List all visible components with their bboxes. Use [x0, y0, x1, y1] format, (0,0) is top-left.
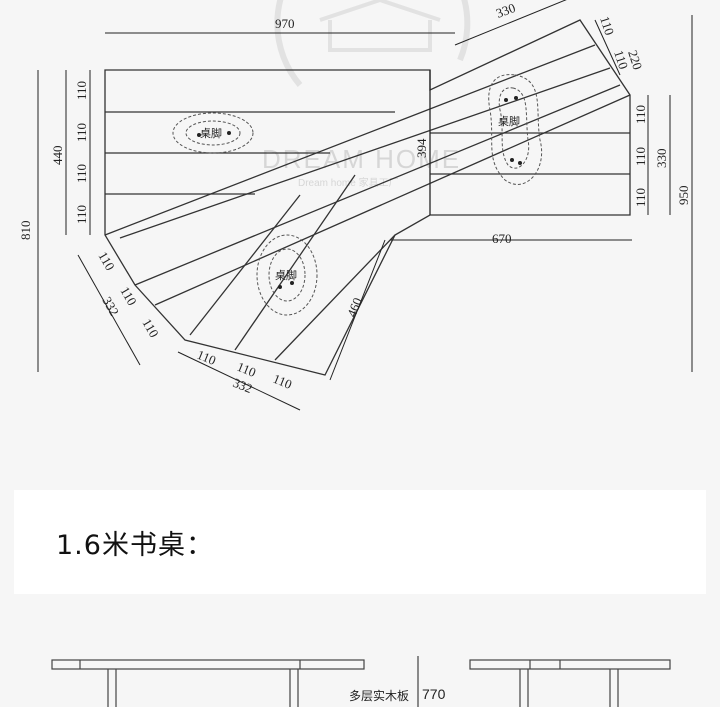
- elevation-material-label: 多层实木板: [349, 689, 410, 703]
- dim-left-440: 440: [50, 146, 65, 166]
- desk-outline: [104, 19, 631, 376]
- watermark: DREAM HOME Dream home 家具工厂: [262, 0, 471, 189]
- dim-right-330: 330: [654, 149, 669, 169]
- dim-bottom-110-2: 110: [235, 359, 258, 380]
- dim-right-110-2: 110: [633, 147, 648, 166]
- leg-label-right: 桌脚: [498, 114, 520, 128]
- section-card: 1.6米书桌：: [14, 490, 706, 594]
- dim-right-110-3: 110: [633, 188, 648, 207]
- dim-bottom-332: 332: [231, 375, 255, 396]
- dim-right-220: 220: [625, 48, 645, 71]
- dim-center-394: 394: [414, 138, 429, 158]
- dim-low-left-110-3: 110: [139, 316, 162, 340]
- desk-plan-drawing: DREAM HOME Dream home 家具工厂: [18, 0, 693, 411]
- watermark-brand: DREAM HOME: [262, 144, 461, 174]
- dim-right-110-1: 110: [633, 105, 648, 124]
- dim-left-110-2: 110: [74, 123, 89, 142]
- dim-low-left-110-1: 110: [95, 249, 118, 273]
- dim-left-110-1: 110: [74, 81, 89, 100]
- desk-elevation-drawing: [51, 656, 671, 707]
- dim-left-total: 810: [18, 221, 33, 241]
- dim-bottom-110-3: 110: [271, 371, 294, 392]
- dim-right-total: 950: [676, 186, 691, 206]
- watermark-house-icon: [274, 0, 471, 87]
- dimension-lines: [37, 0, 693, 411]
- dim-mid-670: 670: [492, 231, 512, 246]
- dim-left-110-4: 110: [74, 205, 89, 224]
- leg-zones: [172, 74, 543, 316]
- section-title: 1.6米书桌：: [56, 530, 214, 561]
- dim-right-110-b: 110: [611, 48, 631, 71]
- dim-left-110-3: 110: [74, 164, 89, 183]
- dim-diag-460: 460: [344, 295, 365, 319]
- elevation-height-dim: 770: [422, 686, 446, 702]
- watermark-sub: Dream home 家具工厂: [298, 176, 399, 189]
- dim-top-width: 970: [275, 16, 295, 31]
- dim-low-left-332: 332: [99, 294, 122, 318]
- leg-points: [197, 96, 522, 289]
- leg-label-bottom: 桌脚: [275, 268, 297, 282]
- leg-label-left: 桌脚: [200, 126, 222, 140]
- dim-top-right: 330: [494, 0, 517, 21]
- dim-bottom-110-1: 110: [195, 347, 218, 368]
- dim-right-110-a: 110: [597, 14, 617, 37]
- dimension-texts: 970 330 220 110 110 810 440 110 110 110 …: [18, 0, 691, 396]
